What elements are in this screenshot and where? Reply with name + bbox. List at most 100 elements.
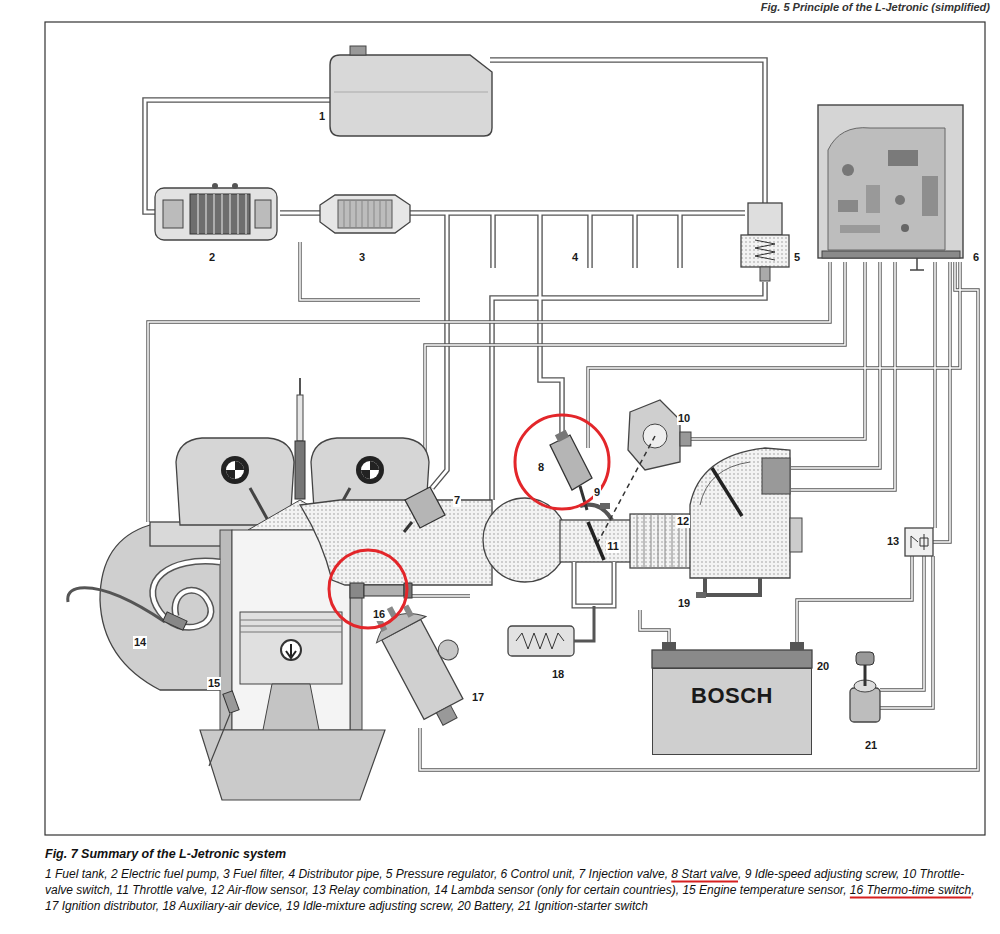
- intake-manifold: [300, 498, 700, 585]
- figure-title: Fig. 7 Summary of the L-Jetronic system: [45, 847, 286, 861]
- fuel-pump: [190, 194, 250, 234]
- air-flow-sensor: [690, 448, 790, 578]
- callout-number: 2: [208, 251, 216, 264]
- callout-number: 5: [793, 251, 801, 264]
- callout-number: 11: [606, 540, 620, 553]
- injection-valve: [404, 522, 412, 532]
- control-unit: [866, 185, 880, 213]
- battery-box: BOSCH: [652, 668, 812, 755]
- pressure-regulator: [748, 203, 782, 235]
- callout-number: 1: [318, 110, 326, 123]
- pressure-regulator: [741, 203, 789, 281]
- callout-number: 8: [537, 461, 545, 474]
- throttle-switch: [680, 432, 691, 446]
- engine: [356, 456, 384, 484]
- thermo-time-switch: [350, 583, 412, 598]
- auxiliary-air-device: [574, 562, 614, 606]
- callout-number: 4: [571, 251, 579, 264]
- control-unit: [818, 105, 963, 258]
- callout-number: 14: [133, 636, 147, 649]
- idle-mixture-screw: [696, 592, 706, 598]
- thermo-time-switch: [350, 583, 364, 598]
- fuel-filter: [338, 200, 392, 228]
- exhaust-manifold: [153, 561, 220, 627]
- lambda-sensor: [163, 612, 187, 630]
- battery: [790, 642, 804, 650]
- callout-number: 20: [816, 660, 830, 673]
- ignition-distributor: [382, 619, 463, 719]
- callout-number: 18: [551, 668, 565, 681]
- engine: [100, 525, 222, 690]
- fuel-filter: [320, 195, 410, 233]
- callout-number: 15: [207, 677, 221, 690]
- engine: [221, 456, 249, 484]
- figure-header: Fig. 5 Principle of the L-Jetronic (simp…: [761, 2, 990, 13]
- air-flow-sensor: [762, 458, 790, 494]
- control-unit: [910, 258, 924, 270]
- figure-caption: 1 Fuel tank, 2 Electric fuel pump, 3 Fue…: [45, 866, 987, 914]
- thermo-time-switch: [364, 585, 404, 596]
- engine: [297, 395, 303, 441]
- control-unit: [828, 128, 945, 250]
- control-unit: [822, 251, 960, 258]
- battery: [652, 650, 812, 668]
- air-flow-sensor: [690, 448, 802, 598]
- callout-number: 10: [677, 412, 691, 425]
- control-unit: [818, 105, 963, 270]
- intake-manifold: [637, 514, 693, 568]
- intake-manifold: [300, 500, 492, 585]
- wire: [148, 242, 978, 770]
- engine: [262, 684, 320, 735]
- fuel-pump: [232, 183, 238, 189]
- throttle-switch: [598, 400, 691, 542]
- intake-manifold: [483, 498, 567, 582]
- fuel-filter: [344, 200, 386, 228]
- engine: [299, 378, 301, 395]
- engine: [100, 378, 472, 800]
- engine: [176, 438, 294, 525]
- control-unit: [842, 164, 854, 176]
- relay-combination: [905, 528, 933, 556]
- highlight-circle: [515, 415, 609, 509]
- exhaust-manifold: [68, 561, 220, 627]
- engine: [295, 441, 305, 499]
- pressure-regulator: [741, 235, 789, 267]
- ignition-switch: [864, 664, 867, 686]
- control-unit: [922, 176, 938, 216]
- fuel-tank: [350, 46, 366, 55]
- highlight-circle: [329, 550, 407, 628]
- relay-combination: [911, 534, 928, 550]
- pressure-regulator: [760, 267, 770, 281]
- intake-manifold: [560, 520, 632, 562]
- throttle-plate: [588, 522, 604, 560]
- fuel-pump: [255, 200, 271, 228]
- intake-manifold: [600, 503, 610, 509]
- fuel-tank: [334, 92, 488, 93]
- temperature-sensor: [223, 691, 239, 713]
- wire: [148, 242, 978, 770]
- control-unit: [901, 224, 909, 232]
- callout-number: 9: [593, 486, 601, 499]
- control-unit: [840, 225, 880, 233]
- control-unit: [838, 200, 858, 212]
- control-unit: [888, 150, 918, 166]
- fuel-pump: [155, 183, 277, 240]
- callout-number: 17: [471, 691, 485, 704]
- callout-number: 13: [886, 535, 900, 548]
- air-flow-sensor: [700, 462, 750, 505]
- throttle-switch: [628, 400, 680, 470]
- ignition-switch: [850, 652, 880, 722]
- start-valve: [555, 430, 569, 443]
- ignition-distributor: [365, 588, 487, 735]
- engine: [286, 644, 296, 658]
- battery: [662, 642, 676, 650]
- callout-number: 16: [372, 608, 386, 621]
- auxiliary-air-device: [508, 626, 574, 656]
- injection-valve: [404, 487, 445, 532]
- auxiliary-air-device: [574, 562, 614, 606]
- temperature-sensor: [209, 691, 239, 766]
- relay-combination: [905, 528, 933, 556]
- exhaust-manifold: [153, 561, 220, 627]
